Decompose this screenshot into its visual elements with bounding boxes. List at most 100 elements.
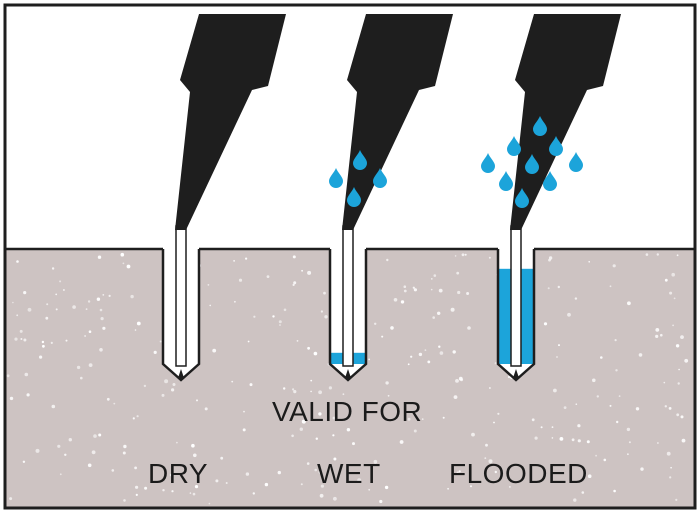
concrete-speckle [668,407,672,410]
concrete-speckle [123,444,127,449]
concrete-speckle [51,404,56,409]
concrete-speckle [247,340,250,343]
concrete-speckle [684,358,689,363]
concrete-speckle [332,434,335,437]
concrete-speckle [509,486,511,488]
concrete-speckle [266,275,270,278]
concrete-speckle [55,308,58,311]
concrete-speckle [301,269,303,272]
concrete-speckle [673,297,676,300]
concrete-speckle [42,344,45,348]
concrete-speckle [306,462,310,465]
concrete-speckle [381,335,384,338]
water-drop [549,136,563,156]
concrete-speckle [470,485,472,488]
concrete-speckle [586,440,590,444]
water-drops [329,116,583,208]
concrete-speckle [551,426,554,428]
concrete-speckle [678,368,680,371]
valid-for-caption: VALID FOR [272,396,423,427]
water-drop [347,187,361,207]
concrete-speckle [407,417,411,421]
concrete-speckle [670,466,672,469]
concrete-speckle [314,468,318,472]
concrete-speckle [120,252,125,257]
concrete-speckle [144,486,148,490]
concrete-speckle [84,335,86,337]
concrete-speckle [680,335,684,339]
water-drop [499,171,513,191]
concrete-speckle [283,308,287,312]
concrete-speckle [130,294,134,299]
concrete-speckle [666,451,671,456]
concrete-speckle [638,353,643,357]
concrete-speckle [467,326,471,330]
concrete-speckle [655,334,659,338]
concrete-speckle [143,384,147,388]
concrete-speckle [62,289,65,291]
concrete-speckle [677,382,680,385]
concrete-speckle [41,340,45,344]
concrete-speckle [368,358,371,361]
concrete-speckle [68,438,73,442]
wet-nozzle-body [342,14,453,230]
concrete-speckle [318,412,322,416]
concrete-speckle [410,355,413,358]
concrete-speckle [657,442,659,444]
wet-label: WET [317,458,381,489]
water-drop [507,136,521,156]
concrete-speckle [9,396,14,401]
concrete-speckle [136,415,139,418]
concrete-speckle [164,379,169,384]
flooded-nozzle-body [510,14,621,230]
water-drop [353,150,367,170]
concrete-speckle [333,496,337,501]
concrete-speckle [153,350,157,354]
concrete-speckle [450,307,455,312]
concrete-speckle [9,497,13,501]
water-drop [515,188,529,208]
concrete-speckle [609,285,612,288]
concrete-speckle [407,363,410,366]
concrete-speckle [466,292,470,295]
concrete-speckle [215,479,219,483]
concrete-speckle [249,383,253,387]
wet-nozzle-tube [342,225,354,367]
concrete-speckle [96,297,101,301]
concrete-speckle [626,427,631,432]
concrete-speckle [123,499,126,502]
concrete-speckle [220,456,224,460]
concrete-speckle [681,438,686,443]
concrete-speckle [433,274,437,277]
concrete-speckle [531,418,535,422]
concrete-speckle [39,355,43,359]
concrete-speckle [80,376,83,380]
flooded-nozzle-tube [510,225,522,367]
concrete-speckle [379,499,383,504]
concrete-speckle [136,321,141,326]
concrete-speckle [438,288,443,293]
concrete-speckle [209,304,211,307]
concrete-speckle [595,454,597,457]
concrete-speckle [171,490,174,493]
concrete-speckle [99,348,103,352]
concrete-speckle [292,283,295,286]
concrete-speckle [72,305,76,309]
concrete-speckle [99,308,103,312]
concrete-speckle [556,356,558,358]
concrete-speckle [113,402,116,405]
concrete-speckle [277,470,281,475]
concrete-speckle [587,474,592,479]
concrete-speckle [65,339,68,342]
concrete-speckle [452,350,456,354]
concrete-speckle [51,267,55,270]
concrete-speckle [614,339,617,342]
concrete-speckle [559,437,564,441]
concrete-speckle [159,340,162,343]
dry-nozzle-tip [178,369,184,381]
concrete-speckle [387,394,390,397]
concrete-speckle [577,424,581,428]
concrete-speckle [430,278,433,280]
